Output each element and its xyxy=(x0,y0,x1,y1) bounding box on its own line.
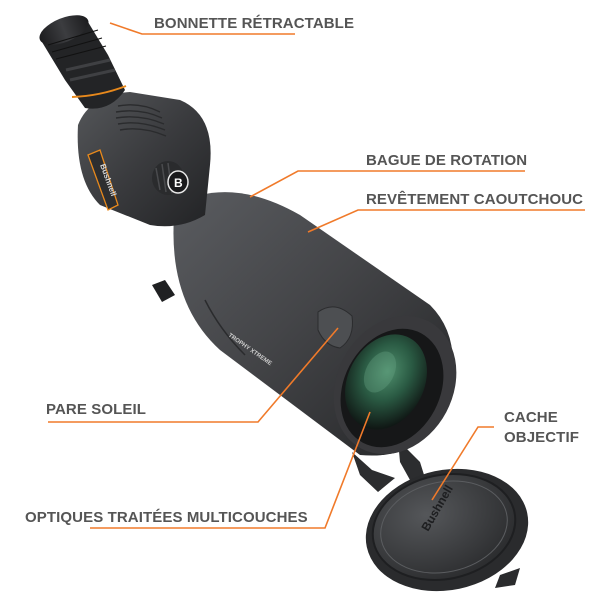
tripod-knob xyxy=(152,280,175,302)
leader-rubber-armor xyxy=(307,209,585,233)
callout-rotation-ring: BAGUE DE ROTATION xyxy=(366,152,528,169)
callout-lens-cap-line1: CACHE xyxy=(504,409,558,426)
leader-optics xyxy=(90,411,371,529)
callout-sunshade: PARE SOLEIL xyxy=(46,401,146,418)
leader-lines xyxy=(48,22,585,529)
knob-logo: B xyxy=(174,176,183,190)
eyepiece xyxy=(39,15,127,109)
callout-lens-cap: CACHE OBJECTIF xyxy=(504,408,579,448)
callout-optics: OPTIQUES TRAITÉES MULTICOUCHES xyxy=(25,509,308,526)
leader-rotation-ring xyxy=(249,170,525,198)
leader-lens-cap xyxy=(431,426,494,501)
lens-cap: Bushnell xyxy=(365,468,529,592)
callout-lens-cap-line2: OBJECTIF xyxy=(504,429,579,446)
objective-lens xyxy=(333,315,457,455)
eyepiece-accent-ring xyxy=(71,85,127,98)
callout-eyepiece: BONNETTE RÉTRACTABLE xyxy=(154,15,355,32)
callout-rubber-armor: REVÊTEMENT CAOUTCHOUC xyxy=(366,191,584,208)
prism-housing: Bushnell B xyxy=(77,92,211,302)
focus-knob-cap xyxy=(167,170,189,194)
leader-eyepiece xyxy=(109,22,295,35)
zoom-ring xyxy=(65,58,116,82)
grip-texture xyxy=(115,104,167,137)
eyecup-ribs xyxy=(47,29,107,60)
leader-sunshade xyxy=(48,327,339,423)
